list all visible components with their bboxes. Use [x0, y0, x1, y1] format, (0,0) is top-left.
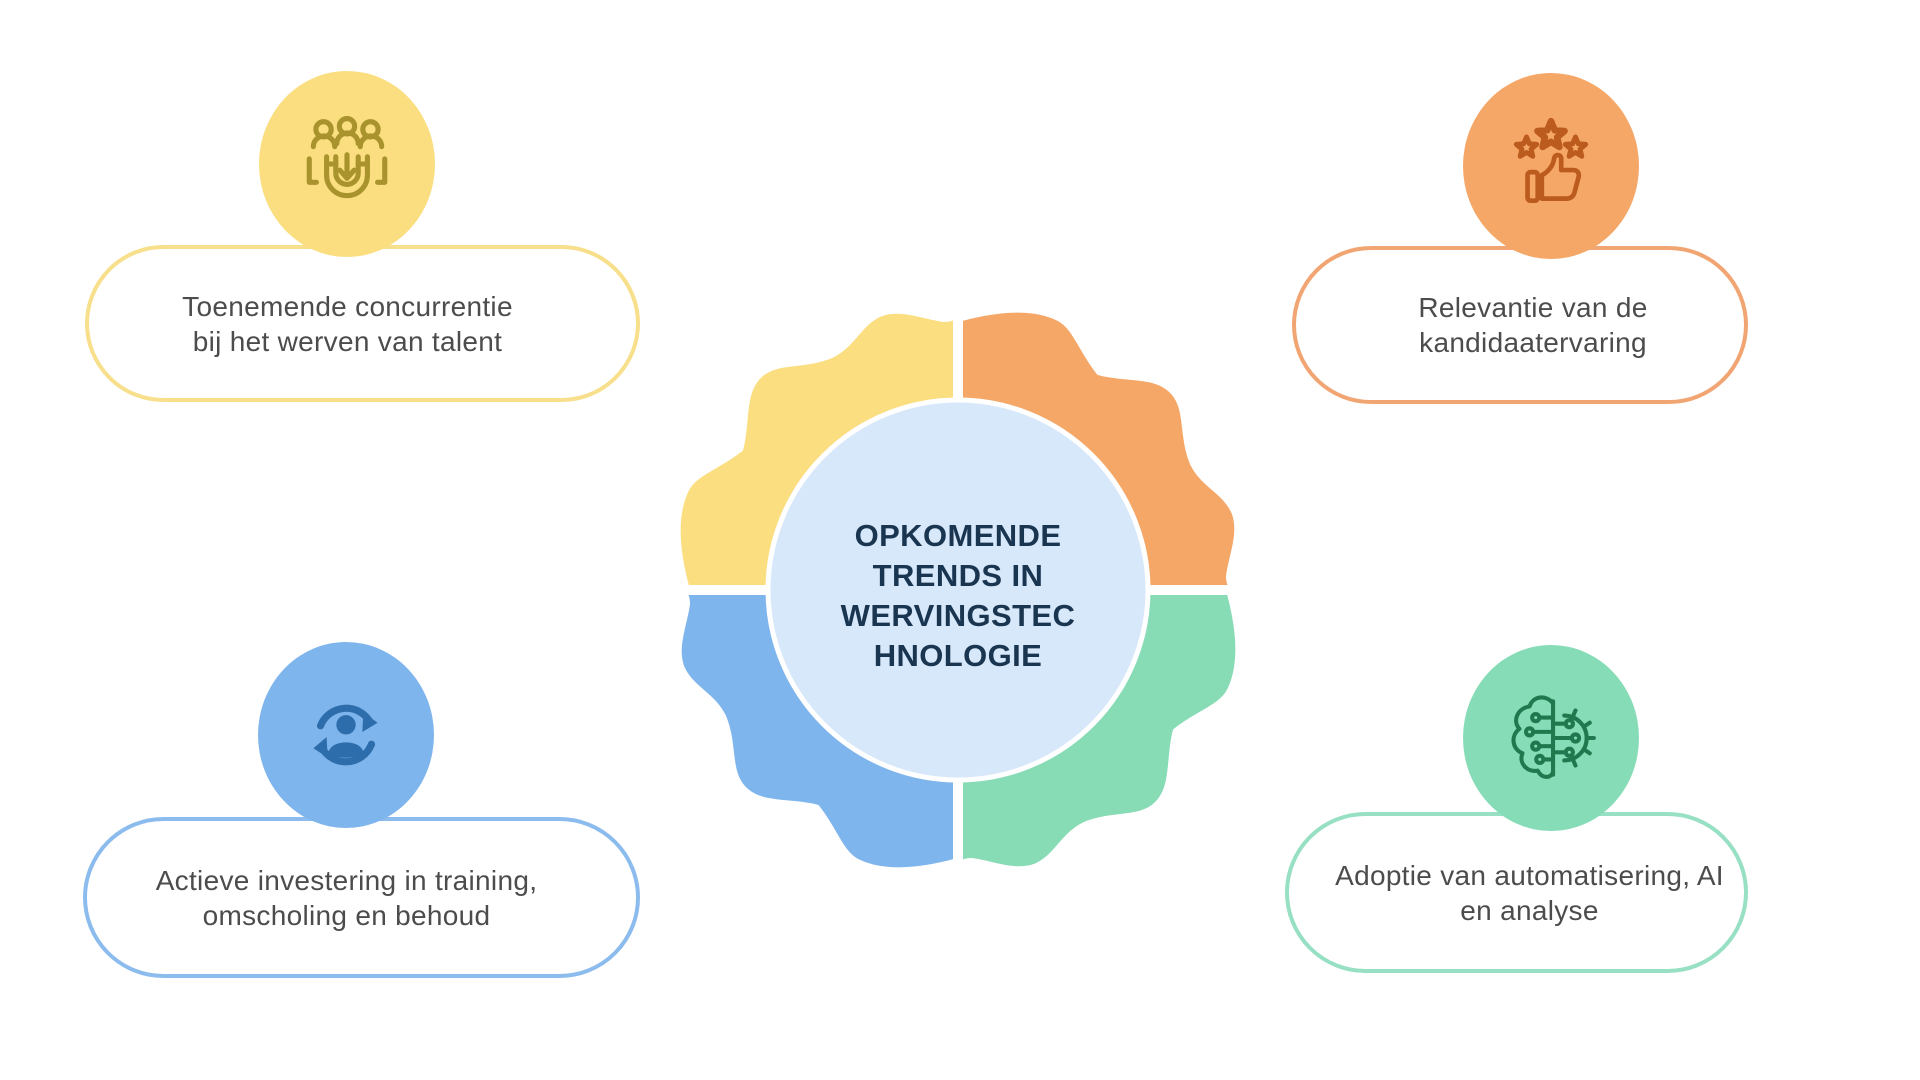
card-top-left: Toenemende concurrentie bij het werven v…: [85, 245, 640, 402]
center-title-line: OPKOMENDE: [854, 518, 1062, 553]
pinwheel-graphic: [678, 310, 1238, 870]
card-text-line: en analyse: [1460, 894, 1599, 926]
card-top-right: Relevantie van de kandidaatervaring: [1292, 246, 1748, 404]
badge-top-left: [259, 71, 435, 257]
card-text-line: Adoptie van automatisering, AI: [1335, 859, 1724, 891]
card-text-line: Actieve investering in training,: [155, 864, 538, 896]
badge-top-right: [1463, 73, 1639, 259]
badge-bottom-left: [258, 642, 434, 828]
center-title-line: HNOLOGIE: [873, 638, 1043, 673]
card-text-line: kandidaatervaring: [1419, 327, 1647, 358]
card-text-line: bij het werven van talent: [192, 325, 503, 357]
card-text-line: Relevantie van de: [1418, 292, 1648, 323]
person-cycle-icon: [313, 704, 378, 766]
center-circle: [765, 397, 1151, 783]
center-title: OPKOMENDE TRENDS IN WERVINGSTEC HNOLOGIE: [778, 516, 1138, 676]
badge-bottom-right: [1463, 645, 1639, 831]
card-bottom-left: Actieve investering in training, omschol…: [83, 817, 640, 978]
card-text-line: omscholing en behoud: [202, 899, 491, 931]
center-title-line: TRENDS IN: [872, 558, 1044, 593]
talent-magnet-icon: [306, 116, 388, 199]
center-title-line: WERVINGSTEC: [840, 598, 1076, 633]
card-text-line: Toenemende concurrentie: [182, 290, 513, 322]
brain-gear-icon: [1511, 695, 1596, 779]
card-bottom-right: Adoptie van automatisering, AI en analys…: [1285, 812, 1748, 973]
star-thumbs-up-icon: [1500, 115, 1602, 204]
